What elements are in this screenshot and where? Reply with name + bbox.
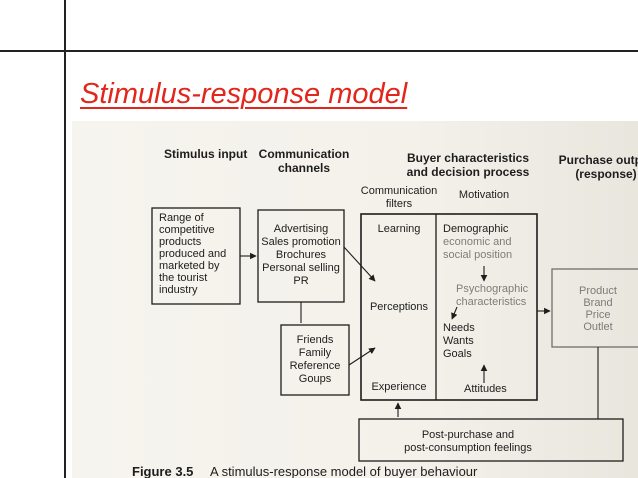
- svg-text:the tourist: the tourist: [159, 272, 207, 284]
- arrow-friends-to-filters: [348, 347, 376, 366]
- svg-text:Reference: Reference: [290, 360, 341, 372]
- svg-text:Outlet: Outlet: [583, 321, 612, 333]
- attitudes-text: Attitudes: [464, 383, 507, 395]
- svg-text:industry: industry: [159, 284, 198, 296]
- header-buyer-characteristics-1: Buyer characteristics: [407, 151, 529, 165]
- svg-text:Friends: Friends: [297, 334, 334, 346]
- svg-text:post-consumption feelings: post-consumption feelings: [404, 442, 532, 454]
- filter-perceptions: Perceptions: [370, 301, 429, 313]
- svg-text:produced and: produced and: [159, 248, 226, 260]
- svg-text:economic and: economic and: [443, 236, 512, 248]
- svg-text:Brochures: Brochures: [276, 249, 327, 261]
- needs-wants-goals-text: Needs Wants Goals: [443, 322, 475, 360]
- header-stimulus-input: Stimulus input: [164, 147, 247, 161]
- filter-learning: Learning: [378, 223, 421, 235]
- svg-text:Demographic: Demographic: [443, 223, 509, 235]
- stimulus-response-diagram: Stimulus input Communication channels Bu…: [132, 147, 638, 478]
- scanned-figure: Stimulus input Communication channels Bu…: [72, 121, 638, 478]
- stimulus-box-text: Range of competitive products produced a…: [159, 212, 226, 296]
- header-purchase-output-1: Purchase output: [559, 153, 638, 167]
- friends-box: [280, 324, 350, 396]
- header-communication-filters-2: filters: [386, 198, 413, 210]
- header-communication-filters-1: Communication: [361, 185, 437, 197]
- svg-text:A stimulus-response model of b: A stimulus-response model of buyer behav…: [210, 464, 478, 478]
- svg-text:Wants: Wants: [443, 335, 474, 347]
- svg-text:Needs: Needs: [443, 322, 475, 334]
- svg-text:Range of: Range of: [159, 212, 205, 224]
- header-purchase-output-2: (response): [575, 167, 636, 181]
- svg-text:Figure 3.5: Figure 3.5: [132, 464, 193, 478]
- svg-text:Goups: Goups: [299, 373, 332, 385]
- header-communication-channels-2: channels: [278, 161, 330, 175]
- purchase-output-text: Product Brand Price Outlet: [579, 285, 617, 333]
- header-motivation: Motivation: [459, 189, 509, 201]
- buyer-characteristics-box: [360, 213, 538, 401]
- figure-caption: Figure 3.5 A stimulus-response model of …: [132, 464, 478, 478]
- svg-text:characteristics: characteristics: [456, 296, 527, 308]
- header-communication-channels-1: Communication: [259, 147, 350, 161]
- advertising-box-text: Advertising Sales promotion Brochures Pe…: [261, 223, 341, 287]
- svg-text:Personal selling: Personal selling: [262, 262, 340, 274]
- svg-text:marketed by: marketed by: [159, 260, 220, 272]
- demographic-text: Demographic economic and social position: [443, 223, 512, 261]
- svg-text:products: products: [159, 236, 202, 248]
- psychographic-text: Psychographic characteristics: [456, 283, 529, 308]
- svg-text:Psychographic: Psychographic: [456, 283, 529, 295]
- filter-experience: Experience: [371, 381, 426, 393]
- left-margin-line: [64, 0, 66, 478]
- svg-text:Post-purchase and: Post-purchase and: [422, 429, 514, 441]
- arrow-psychographic-to-needs: [451, 306, 458, 320]
- svg-text:Product: Product: [579, 285, 617, 297]
- arrow-advertising-to-filters: [343, 246, 376, 282]
- svg-text:social position: social position: [443, 249, 512, 261]
- svg-text:PR: PR: [293, 275, 308, 287]
- svg-text:Family: Family: [299, 347, 332, 359]
- svg-text:Goals: Goals: [443, 348, 472, 360]
- header-divider-line: [0, 50, 638, 52]
- post-purchase-text: Post-purchase and post-consumption feeli…: [404, 429, 532, 454]
- svg-text:Price: Price: [585, 309, 610, 321]
- svg-text:competitive: competitive: [159, 224, 215, 236]
- header-buyer-characteristics-2: and decision process: [407, 165, 530, 179]
- friends-box-text: Friends Family Reference Goups: [290, 334, 341, 385]
- svg-text:Advertising: Advertising: [274, 223, 328, 235]
- post-purchase-box: [358, 418, 624, 462]
- svg-text:Brand: Brand: [583, 297, 612, 309]
- svg-text:Sales promotion: Sales promotion: [261, 236, 341, 248]
- slide-title: Stimulus-response model: [80, 78, 408, 110]
